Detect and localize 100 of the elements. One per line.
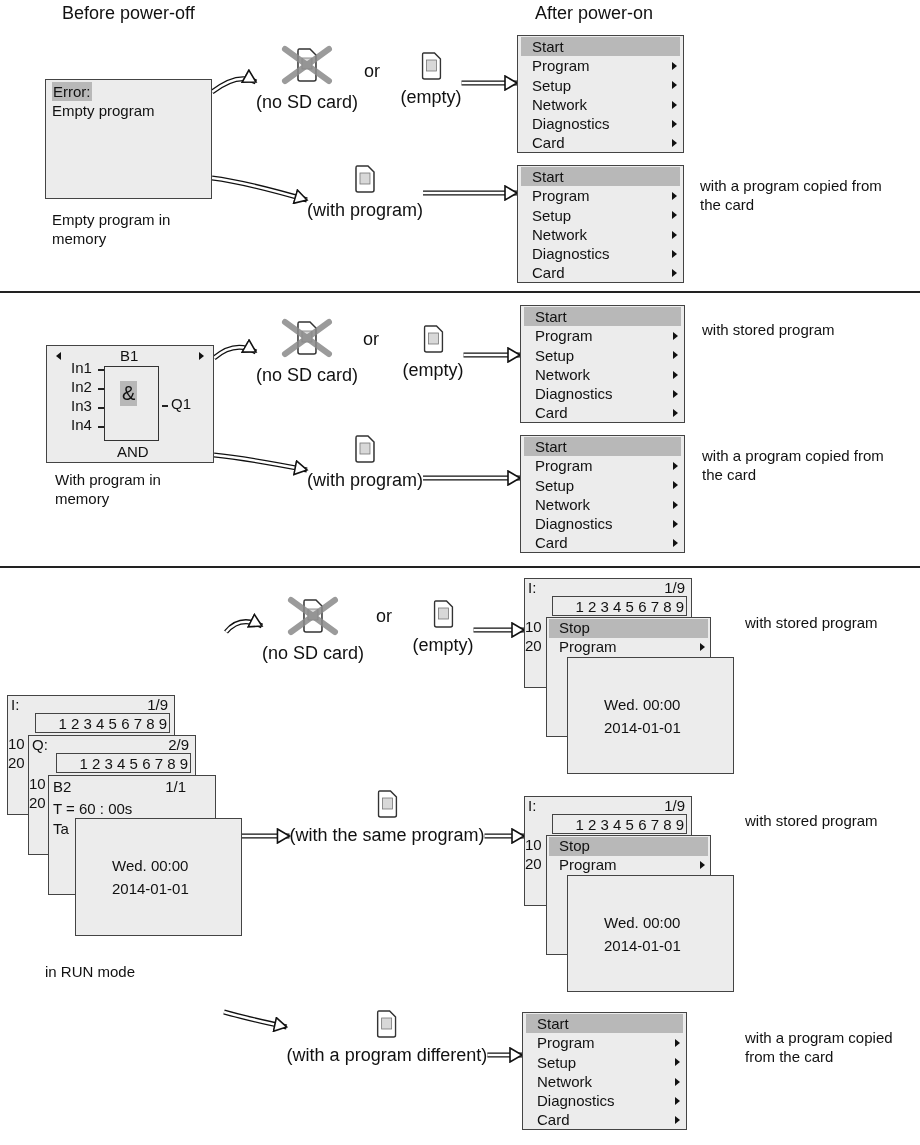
page-number: 1/1 (165, 778, 186, 796)
selected-menu-item: Start (521, 167, 680, 187)
parameter-text: T = 60 : 00s (53, 800, 133, 818)
menu-item: Card (532, 133, 565, 153)
menu-item: Program (535, 326, 593, 346)
menu-item: Program (559, 856, 617, 874)
display-text: Wed. 00:00 (112, 856, 189, 875)
error-message-highlight: Error: (52, 82, 92, 101)
input-label: In3 (71, 397, 92, 415)
function-block-screen (46, 345, 214, 463)
selected-menu-item: Stop (559, 619, 590, 637)
display-text: I: (11, 696, 20, 714)
menu-item: Network (535, 364, 590, 385)
menu-item: Card (535, 533, 568, 553)
menu-item: Diagnostics (532, 114, 610, 134)
parameter-text: Ta (53, 820, 69, 838)
hollow-arrow (212, 339, 258, 360)
hollow-arrow (473, 622, 525, 638)
or-text: or (363, 328, 379, 350)
row-label: 10 (525, 618, 542, 636)
card-caption: (with a program different) (286, 1044, 488, 1066)
card-caption: (with the same program) (289, 824, 485, 846)
menu-item: Program (532, 186, 590, 206)
or-text: or (364, 60, 380, 82)
display-text: Wed. 00:00 (604, 912, 681, 932)
caption-text: Empty program in memory (52, 210, 172, 248)
lcd-screen (45, 79, 212, 199)
selected-menu-item: Start (524, 307, 681, 327)
and-gate-box (104, 366, 159, 441)
row-label: 10 (8, 735, 25, 753)
display-text: I: (528, 579, 537, 597)
row-label: 10 (525, 836, 542, 854)
menu-item: Card (537, 1110, 570, 1130)
card-caption: (no SD card) (256, 91, 358, 113)
hollow-arrow (423, 185, 518, 201)
menu-item: Setup (535, 475, 575, 495)
selected-menu-item: Stop (559, 837, 590, 855)
display-text: 2014-01-01 (604, 717, 681, 737)
hollow-arrow (423, 470, 521, 486)
menu-screen (520, 435, 685, 553)
selected-menu-item: Start (524, 437, 681, 457)
display-text: 2014-01-01 (604, 935, 681, 955)
row-label: 20 (525, 855, 542, 873)
column-heading: After power-on (535, 2, 654, 24)
page-number: 1/9 (664, 579, 685, 597)
caption-text: With program in memory (55, 470, 162, 508)
input-label: In4 (71, 416, 92, 434)
menu-item: Card (532, 263, 565, 283)
menu-item: Program (535, 456, 593, 476)
menu-item: Program (559, 638, 617, 656)
card-caption: (with program) (307, 199, 423, 221)
caption-text: with a program copied from the card (702, 446, 885, 484)
page-number: 2/9 (168, 736, 189, 754)
caption-text: with stored program (745, 811, 879, 830)
card-caption: (no SD card) (256, 364, 358, 386)
hollow-arrow (463, 347, 521, 363)
menu-item: Program (537, 1033, 595, 1053)
menu-item: Network (537, 1071, 592, 1092)
or-text: or (376, 605, 392, 627)
io-number-strip: 1 2 3 4 5 6 7 8 9 (35, 713, 170, 733)
menu-item: Diagnostics (532, 244, 610, 264)
card-caption: (empty) (412, 634, 474, 656)
caption-text: with a program copied from the card (745, 1028, 894, 1066)
display-text: I: (528, 797, 537, 815)
card-caption: (empty) (402, 359, 464, 381)
display-text: Wed. 00:00 (604, 694, 681, 714)
page-number: 1/9 (147, 696, 168, 714)
hollow-arrow (224, 613, 263, 634)
caption-text: in RUN mode (45, 962, 137, 981)
hollow-arrow (484, 828, 525, 844)
row-label: 10 (29, 775, 46, 793)
display-text: 2014-01-01 (112, 879, 189, 898)
block-name: B1 (120, 347, 139, 365)
menu-item: Program (532, 56, 590, 76)
menu-screen (522, 1012, 687, 1130)
gate-symbol: & (120, 381, 138, 406)
display-text: Q: (32, 736, 48, 754)
menu-item: Network (532, 94, 587, 115)
output-label: Q1 (171, 395, 191, 413)
menu-item: Network (535, 494, 590, 515)
menu-item: Setup (535, 345, 575, 365)
caption-text: with a program copied from the card (700, 176, 883, 214)
menu-item: Setup (532, 205, 572, 225)
menu-item: Setup (537, 1052, 577, 1072)
io-number-strip: 1 2 3 4 5 6 7 8 9 (552, 814, 687, 834)
row-label: 20 (8, 754, 25, 772)
block-type: AND (117, 443, 149, 461)
row-label: 20 (525, 637, 542, 655)
hollow-arrow (223, 1009, 288, 1033)
input-label: In1 (71, 359, 92, 377)
page-number: 1/9 (664, 797, 685, 815)
hollow-arrow (461, 75, 518, 91)
io-number-strip: 1 2 3 4 5 6 7 8 9 (552, 596, 687, 616)
caption-text: with stored program (702, 320, 836, 339)
menu-screen (517, 165, 684, 283)
menu-item: Network (532, 224, 587, 245)
hollow-arrow (211, 175, 308, 205)
caption-text: with stored program (745, 613, 879, 632)
column-heading: Before power-off (62, 2, 195, 24)
menu-screen (517, 35, 684, 153)
